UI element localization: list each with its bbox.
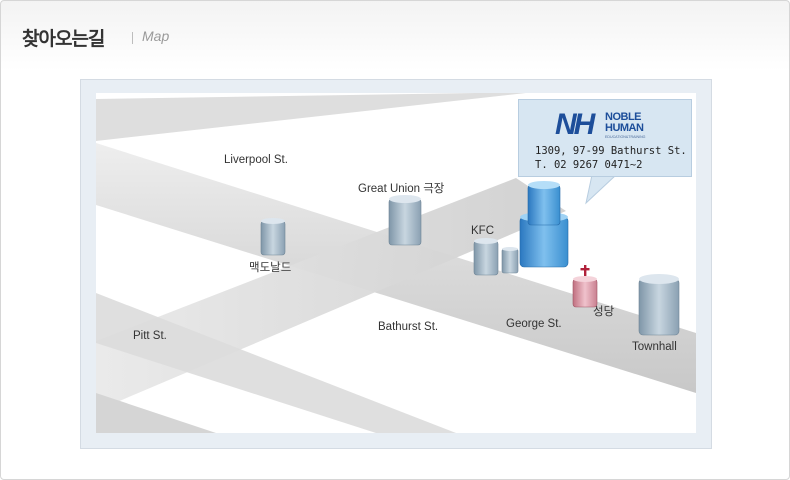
landmark-label-kfc: KFC xyxy=(471,225,494,237)
street-label-liverpool: Liverpool St. xyxy=(224,154,288,166)
logo-mark: NH xyxy=(555,108,595,141)
road-pitt xyxy=(96,293,456,433)
page-subtitle: Map xyxy=(142,28,170,44)
road-bottom xyxy=(96,393,216,433)
page-title: 찾아오는길 xyxy=(22,28,105,50)
title-separator xyxy=(132,32,133,44)
company-phone: T. 02 9267 0471~2 xyxy=(535,159,643,171)
landmark-label-great-union: Great Union 극장 xyxy=(358,182,445,195)
street-label-pitt: Pitt St. xyxy=(133,330,167,342)
street-label-bathurst: Bathurst St. xyxy=(378,321,438,333)
info-bubble-tail xyxy=(585,174,618,205)
road-liverpool xyxy=(96,93,526,141)
building-noble-human xyxy=(519,181,569,268)
building-kfc xyxy=(473,238,519,276)
building-cathedral xyxy=(572,265,598,308)
building-great-union xyxy=(388,195,422,246)
map-illustration: Liverpool St. Pitt St. Bathurst St. Geor… xyxy=(96,93,696,433)
logo-text-noble: NOBLE xyxy=(605,111,642,123)
street-label-george: George St. xyxy=(506,318,562,330)
building-townhall xyxy=(638,274,680,336)
landmark-label-cathedral: 성당 xyxy=(593,305,615,318)
logo-tagline: EDUCATION&TRAINING xyxy=(605,135,646,139)
map-canvas: Liverpool St. Pitt St. Bathurst St. Geor… xyxy=(96,93,696,433)
building-mcdonalds xyxy=(260,218,286,256)
landmark-label-mcdonalds: 맥도날드 xyxy=(249,261,291,274)
landmark-label-townhall: Townhall xyxy=(632,341,677,353)
company-address: 1309, 97-99 Bathurst St. xyxy=(535,145,687,157)
logo-text-human: HUMAN xyxy=(605,122,644,134)
company-info-box: NH NOBLE HUMAN EDUCATION&TRAINING 1309, … xyxy=(518,99,692,177)
